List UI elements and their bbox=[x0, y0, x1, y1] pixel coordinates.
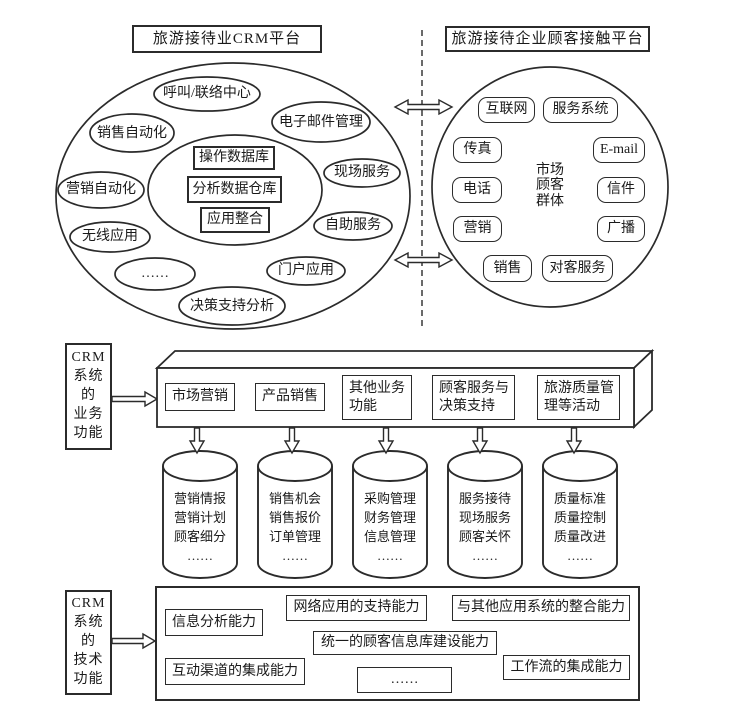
channel-guest-service: 对客服务 bbox=[542, 255, 613, 282]
channel-sales: 销售 bbox=[483, 255, 532, 282]
capability-unified-customer-db: 统一的顾客信息库建设能力 bbox=[313, 631, 497, 655]
business-fn-marketing: 市场营销 bbox=[165, 383, 235, 411]
capability-workflow: 工作流的集成能力 bbox=[503, 655, 630, 680]
business-fn-service-decision: 顾客服务与 决策支持 bbox=[432, 375, 515, 420]
left-platform-title: 旅游接待业CRM平台 bbox=[132, 25, 322, 53]
db-down-arrow-1 bbox=[188, 427, 206, 455]
email-management-ellipse bbox=[271, 101, 371, 143]
db-text-service: 服务接待 现场服务 顾客关怀 …… bbox=[458, 491, 511, 563]
wireless-app-ellipse bbox=[69, 221, 151, 253]
db-cylinder-4-body bbox=[447, 466, 523, 579]
db-cylinder-5-body bbox=[542, 466, 618, 579]
channel-marketing: 营销 bbox=[453, 216, 502, 242]
db-cylinder-3-top bbox=[352, 450, 428, 482]
platform-link-arrow-top bbox=[393, 98, 454, 116]
capability-network-support: 网络应用的支持能力 bbox=[286, 595, 427, 621]
business-box-top-face bbox=[154, 350, 655, 369]
channel-email: E-mail bbox=[593, 137, 645, 163]
technical-functions-arrow bbox=[111, 632, 157, 650]
wireless-app-label: 无线应用 bbox=[82, 229, 138, 245]
app-integration-box: 应用整合 bbox=[200, 207, 270, 233]
analysis-warehouse-box: 分析数据仓库 bbox=[187, 176, 282, 203]
business-fn-product-sales: 产品销售 bbox=[255, 383, 325, 411]
channel-broadcast: 广播 bbox=[597, 216, 645, 242]
db-cylinder-1-top bbox=[162, 450, 238, 482]
capability-channel-integration: 互动渠道的集成能力 bbox=[165, 658, 305, 685]
field-service-label: 现场服务 bbox=[334, 165, 390, 181]
business-fn-quality: 旅游质量管 理等活动 bbox=[537, 375, 620, 420]
field-service-ellipse bbox=[323, 158, 401, 188]
channel-fax: 传真 bbox=[453, 137, 502, 163]
capability-integration-other: 与其他应用系统的整合能力 bbox=[452, 595, 630, 621]
db-cylinder-1-body bbox=[162, 466, 238, 579]
market-customer-group-label: 市场 顾客 群体 bbox=[536, 163, 564, 209]
marketing-automation-ellipse bbox=[57, 171, 145, 209]
operational-db-box: 操作数据库 bbox=[193, 146, 275, 170]
more-modules-ellipse bbox=[114, 257, 196, 291]
platform-link-arrow-bottom bbox=[393, 251, 454, 269]
portal-app-ellipse bbox=[266, 256, 346, 286]
db-cylinder-3-body bbox=[352, 466, 428, 579]
channel-phone: 电话 bbox=[452, 177, 502, 203]
technical-side-label: CRM 系统 的 技术 功能 bbox=[65, 590, 112, 695]
capability-info-analysis: 信息分析能力 bbox=[165, 609, 263, 636]
email-management-label: 电子邮件管理 bbox=[279, 114, 363, 130]
decision-analysis-label: 决策支持分析 bbox=[190, 298, 274, 314]
channel-internet: 互联网 bbox=[478, 97, 535, 123]
more-modules-label: …… bbox=[141, 266, 169, 282]
contact-platform-circle bbox=[431, 66, 669, 308]
self-service-ellipse bbox=[313, 211, 393, 241]
business-functions-arrow bbox=[111, 390, 159, 408]
sales-automation-label: 销售自动化 bbox=[97, 125, 167, 141]
business-fn-other: 其他业务 功能 bbox=[342, 375, 412, 420]
decision-analysis-ellipse bbox=[178, 286, 286, 326]
db-down-arrow-4 bbox=[471, 427, 489, 455]
capability-more: …… bbox=[357, 667, 452, 693]
db-cylinder-4-top bbox=[447, 450, 523, 482]
db-text-quality: 质量标准 质量控制 质量改进 …… bbox=[553, 491, 606, 563]
channel-letter: 信件 bbox=[597, 177, 645, 203]
self-service-label: 自助服务 bbox=[325, 218, 381, 234]
db-cylinder-2-top bbox=[257, 450, 333, 482]
call-center-ellipse bbox=[153, 76, 261, 112]
db-cylinder-5-top bbox=[542, 450, 618, 482]
portal-app-label: 门户应用 bbox=[278, 263, 334, 279]
db-down-arrow-3 bbox=[377, 427, 395, 455]
db-text-sales: 销售机会 销售报价 订单管理 …… bbox=[268, 491, 321, 563]
db-cylinder-2-body bbox=[257, 466, 333, 579]
db-down-arrow-2 bbox=[283, 427, 301, 455]
channel-service-system: 服务系统 bbox=[543, 97, 618, 123]
db-text-purchase: 采购管理 财务管理 信息管理 …… bbox=[363, 491, 416, 563]
call-center-label: 呼叫/联络中心 bbox=[163, 86, 251, 102]
marketing-automation-label: 营销自动化 bbox=[66, 182, 136, 198]
business-side-label: CRM 系统 的 业务 功能 bbox=[65, 343, 112, 450]
sales-automation-ellipse bbox=[89, 113, 175, 153]
right-platform-title: 旅游接待企业顾客接触平台 bbox=[445, 26, 650, 52]
db-down-arrow-5 bbox=[565, 427, 583, 455]
db-text-marketing: 营销情报 营销计划 顾客细分 …… bbox=[173, 491, 226, 563]
